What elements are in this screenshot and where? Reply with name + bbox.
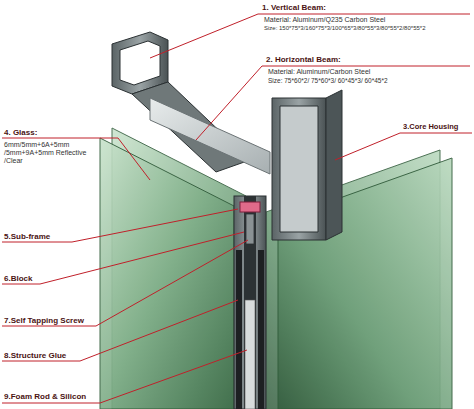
block	[240, 202, 260, 212]
material-note: Material: Aluminum/Carbon Steel	[268, 68, 370, 76]
callout-label: 8.Structure Glue	[4, 351, 66, 360]
core-housing-side	[326, 90, 342, 240]
glass-pane	[100, 138, 234, 409]
size-note: Size: 150*75*3/160*75*3/100*65*3/80*55*3…	[264, 25, 425, 32]
callout-label: 7.Self Tapping Screw	[4, 316, 84, 325]
part-heading: 4. Glass:	[4, 128, 37, 137]
structure-glue	[258, 250, 264, 409]
leader-lines	[2, 14, 472, 403]
callout-label: 5.Sub-frame	[4, 232, 50, 241]
glass-note: 6mm/5mm+6A+5mm /5mm+9A+5mm Reflective /C…	[4, 141, 96, 165]
core-housing	[272, 98, 326, 240]
part-heading: 1. Vertical Beam:	[262, 3, 326, 12]
self-tapping-screw	[246, 214, 254, 244]
vertical-beam-hollow	[120, 41, 160, 85]
callout-label: 6.Block	[4, 274, 32, 283]
part-heading: 2. Horizontal Beam:	[266, 55, 341, 64]
part-heading: 3.Core Housing	[403, 123, 458, 132]
mullion-gap	[244, 196, 256, 409]
foam-rod-silicon	[245, 300, 255, 409]
size-note: Size: 75*60*2/ 75*60*3/ 60*45*3/ 60*45*2	[268, 77, 388, 84]
material-note: Material: Aluminum/Q235 Carbon Steel	[264, 16, 385, 24]
callout-label: 9.Foam Rod & Silicon	[4, 392, 86, 401]
structure-glue	[236, 250, 242, 409]
core-housing-hollow	[280, 106, 318, 232]
sub-frame	[234, 196, 266, 409]
horizontal-beam	[150, 98, 270, 174]
